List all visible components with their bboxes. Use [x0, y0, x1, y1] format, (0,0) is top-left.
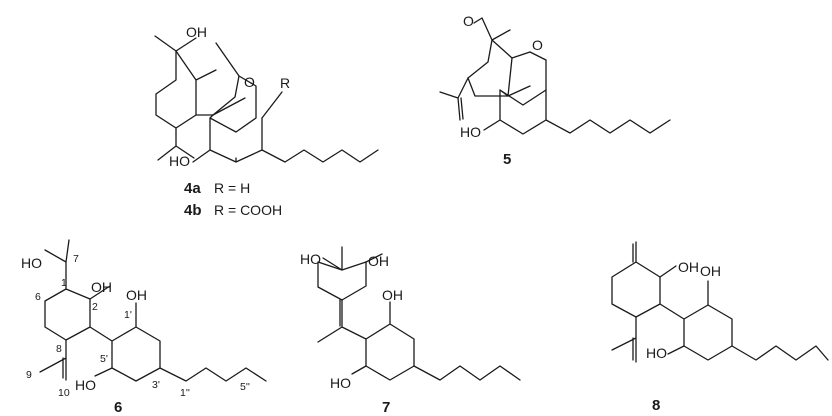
num-5pp: 5''	[240, 381, 250, 393]
num-8: 8	[56, 343, 62, 355]
compound-label-6: 6	[114, 399, 122, 416]
num-7: 7	[73, 253, 79, 265]
label-ho-4: HO	[169, 153, 190, 169]
compound-label-7: 7	[382, 399, 390, 416]
structure-8: OH OH HO 8	[611, 241, 829, 414]
rdef-4a: R = H	[214, 180, 250, 196]
label-oh-6a: OH	[91, 279, 112, 295]
label-ho-5: HO	[460, 124, 481, 140]
num-2: 2	[92, 301, 98, 313]
num-1pp: 1''	[180, 387, 190, 399]
label-o-ketone-5: O	[463, 13, 474, 29]
label-ho-6: HO	[21, 255, 42, 271]
num-6: 6	[35, 291, 41, 303]
rdef-4b: R = COOH	[214, 202, 282, 218]
num-5p: 5'	[100, 353, 108, 365]
label-ho-6b: HO	[75, 377, 96, 393]
num-1: 1	[61, 277, 67, 289]
num-3p: 3'	[152, 379, 160, 391]
label-oh-7b: OH	[382, 287, 403, 303]
label-ho-7b: HO	[330, 375, 351, 391]
num-9: 9	[26, 369, 32, 381]
label-ho-8: HO	[646, 345, 667, 361]
label-o-4: O	[244, 74, 255, 90]
compound-label-8: 8	[652, 397, 660, 414]
label-r-4: R	[280, 75, 290, 91]
compound-label-4a: 4a	[184, 180, 201, 197]
label-oh-4: OH	[186, 24, 207, 40]
structure-7: HO OH OH HO 7	[300, 246, 521, 416]
structure-5: O O HO 5	[439, 13, 671, 168]
structure-6: HO OH OH HO 7 1 2 6 1' 8 5' 3' 1'' 5'' 9…	[21, 239, 267, 416]
compound-label-4b: 4b	[184, 202, 202, 219]
label-o-5: O	[532, 37, 543, 53]
label-oh-8a: OH	[678, 259, 699, 275]
compound-label-5: 5	[503, 151, 511, 168]
num-10: 10	[58, 387, 70, 399]
label-oh-7a: OH	[368, 253, 389, 269]
label-oh-8b: OH	[700, 263, 721, 279]
num-1p: 1'	[124, 309, 132, 321]
structure-4: OH O R HO 4a R = H 4b R = COOH	[154, 24, 379, 219]
label-ho-7: HO	[300, 251, 321, 267]
label-oh-6b: OH	[126, 287, 147, 303]
